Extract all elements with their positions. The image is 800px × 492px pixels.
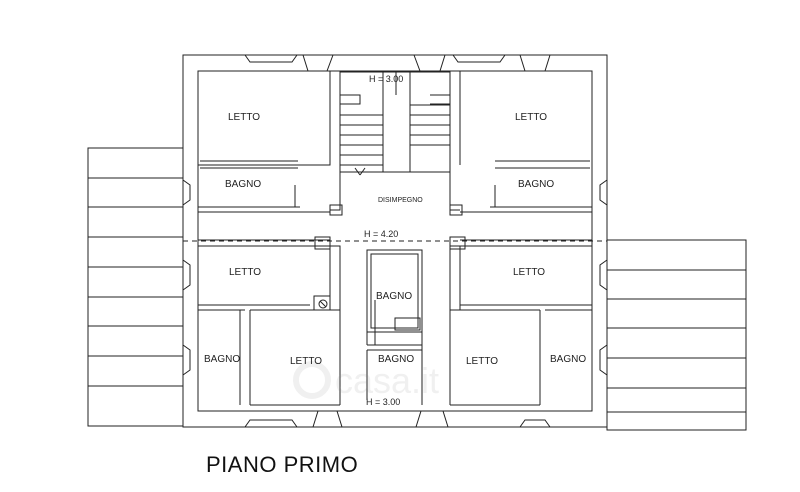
right-terrace	[606, 239, 747, 431]
wall-letto-tl	[198, 70, 331, 166]
left-terrace	[87, 147, 184, 427]
room-label-letto-top-right: LETTO	[515, 112, 547, 123]
floor-title: PIANO PRIMO	[206, 452, 359, 477]
height-label-stair: H = 3.00	[369, 74, 403, 84]
height-label-dashed: H = 4.20	[364, 229, 398, 239]
room-label-bagno-lower-left: BAGNO	[204, 354, 240, 365]
watermark-text: casa.it	[335, 360, 439, 401]
room-label-letto-lower-right: LETTO	[466, 356, 498, 367]
room-label-bagno-lower-right: BAGNO	[550, 354, 586, 365]
room-label-bagno-upper-right: BAGNO	[518, 179, 554, 190]
room-label-disimpegno: DISIMPEGNO	[378, 197, 423, 204]
watermark: casa.it	[293, 360, 439, 401]
room-label-letto-mid-left: LETTO	[229, 267, 261, 278]
room-label-letto-top-left: LETTO	[228, 112, 260, 123]
height-label-bottom: H = 3.00	[366, 397, 400, 407]
room-label-letto-mid-right: LETTO	[513, 267, 545, 278]
room-label-bagno-center-lower: BAGNO	[378, 354, 414, 365]
room-label-bagno-center-upper: BAGNO	[376, 291, 412, 302]
room-label-letto-lower-left: LETTO	[290, 356, 322, 367]
staircase	[339, 71, 451, 176]
room-label-bagno-upper-left: BAGNO	[225, 179, 261, 190]
